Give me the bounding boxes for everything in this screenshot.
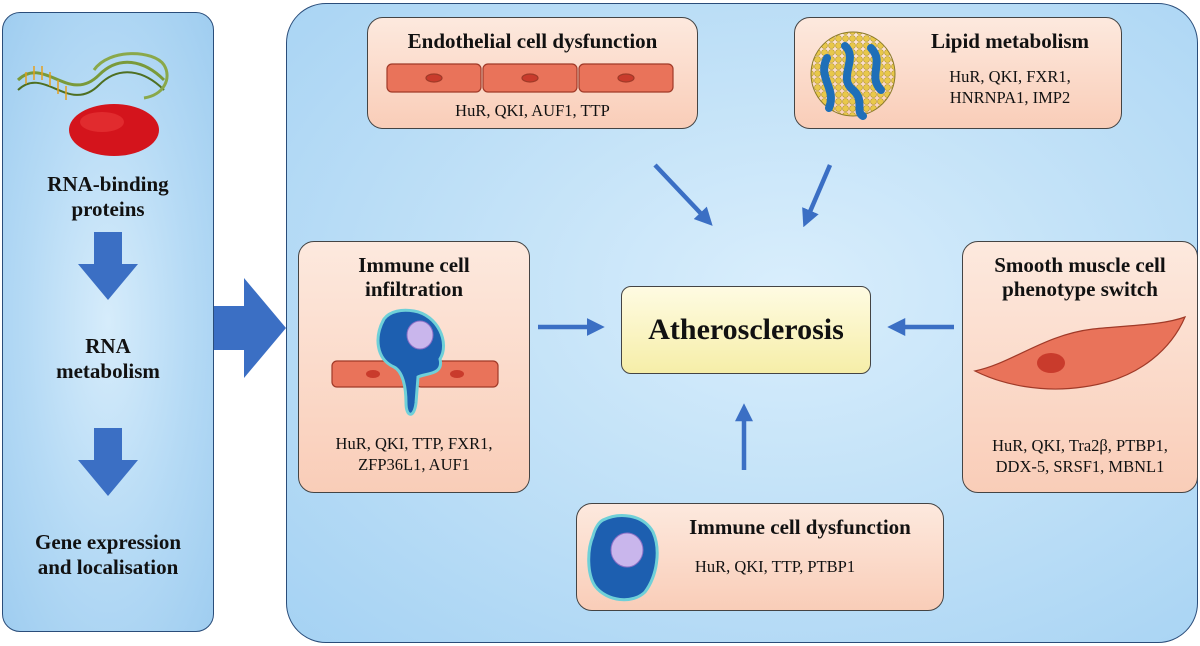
right-arrow-main — [214, 278, 286, 378]
arrow-endothelial — [653, 163, 713, 226]
smooth-muscle-genes: HuR, QKI, Tra2β, PTBP1, DDX-5, SRSF1, MB… — [992, 436, 1168, 476]
lipid-particle-icon — [810, 31, 896, 120]
lipid-box: Lipid metabolism HuR, QKI, FXR1, HNRNPA1… — [794, 17, 1122, 129]
immune-infiltration-title: Immune cell infiltration — [358, 253, 470, 301]
lipid-title: Lipid metabolism — [930, 29, 1090, 53]
atherosclerosis-box: Atherosclerosis — [621, 286, 871, 374]
immune-dysfunction-box: Immune cell dysfunction HuR, QKI, TTP, P… — [576, 503, 944, 611]
smooth-muscle-title: Smooth muscle cell phenotype switch — [994, 253, 1166, 301]
smooth-muscle-box: Smooth muscle cell phenotype switch HuR,… — [962, 241, 1198, 493]
immune-infiltration-icon — [331, 308, 499, 416]
rna-metabolism-label: RNA metabolism — [56, 334, 160, 383]
smooth-muscle-cell-icon — [973, 315, 1187, 390]
rna-protein-illustration — [16, 52, 169, 156]
immune-infiltration-genes: HuR, QKI, TTP, FXR1, ZFP36L1, AUF1 — [335, 434, 493, 474]
endothelial-genes: HuR, QKI, AUF1, TTP — [455, 101, 610, 120]
down-arrow-metabolism — [78, 428, 138, 496]
endothelial-title: Endothelial cell dysfunction — [407, 29, 658, 53]
immune-cell-icon — [587, 514, 659, 602]
endothelial-box: Endothelial cell dysfunction HuR, QKI, A… — [367, 17, 698, 129]
atherosclerosis-label: Atherosclerosis — [648, 313, 844, 346]
down-arrow-rbp — [78, 232, 138, 300]
immune-infiltration-box: Immune cell infiltration HuR, QKI, TTP, … — [298, 241, 530, 493]
immune-dysfunction-title: Immune cell dysfunction — [689, 515, 911, 539]
gene-expression-label: Gene expression and localisation — [34, 530, 182, 579]
arrow-lipid — [802, 164, 833, 228]
endothelial-cells-icon — [385, 63, 674, 93]
lipid-genes: HuR, QKI, FXR1, HNRNPA1, IMP2 — [949, 67, 1071, 107]
rbp-label: RNA-binding proteins — [47, 172, 169, 221]
immune-dysfunction-genes: HuR, QKI, TTP, PTBP1 — [694, 557, 856, 576]
